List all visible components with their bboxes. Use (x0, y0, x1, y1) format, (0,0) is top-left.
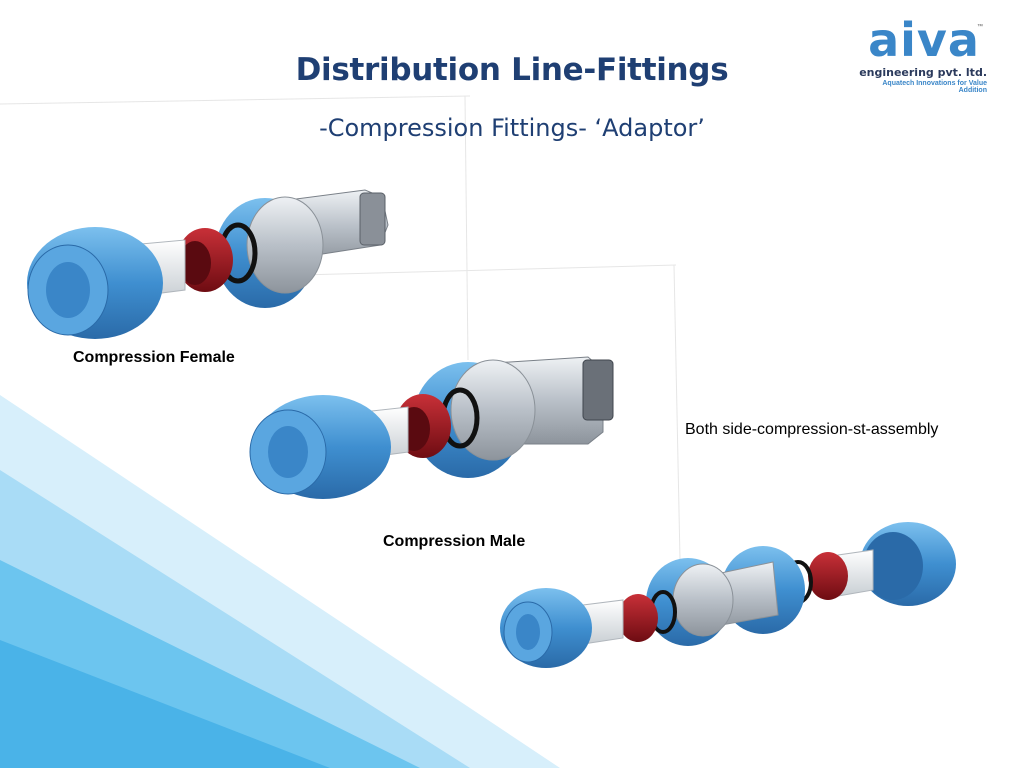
caption-compression-male: Compression Male (383, 533, 526, 550)
guide-line (0, 95, 471, 105)
guide-line (299, 264, 677, 276)
caption-both-side-assembly: Both side-compression-st-assembly (685, 421, 939, 438)
logo-wordmark: aiva (868, 13, 980, 67)
slide-subtitle: -Compression Fittings- ‘Adaptor’ (319, 114, 705, 142)
guide-line (464, 95, 469, 361)
logo-trademark: ™ (977, 24, 983, 30)
slide-title: Distribution Line-Fittings (295, 52, 729, 88)
guide-line (673, 264, 681, 561)
compression-male-image (249, 356, 614, 499)
compression-female-image (27, 189, 389, 339)
logo-tagline: Aquatech Innovations for Value Addition (882, 80, 987, 94)
both-side-compression-assembly-image (500, 522, 956, 668)
company-logo: aiva ™ engineering pvt. ltd. Aquatech In… (855, 14, 995, 94)
logo-company-name: engineering pvt. ltd. (859, 66, 987, 79)
caption-compression-female: Compression Female (73, 349, 235, 366)
bg-wedge-deep (0, 640, 330, 768)
